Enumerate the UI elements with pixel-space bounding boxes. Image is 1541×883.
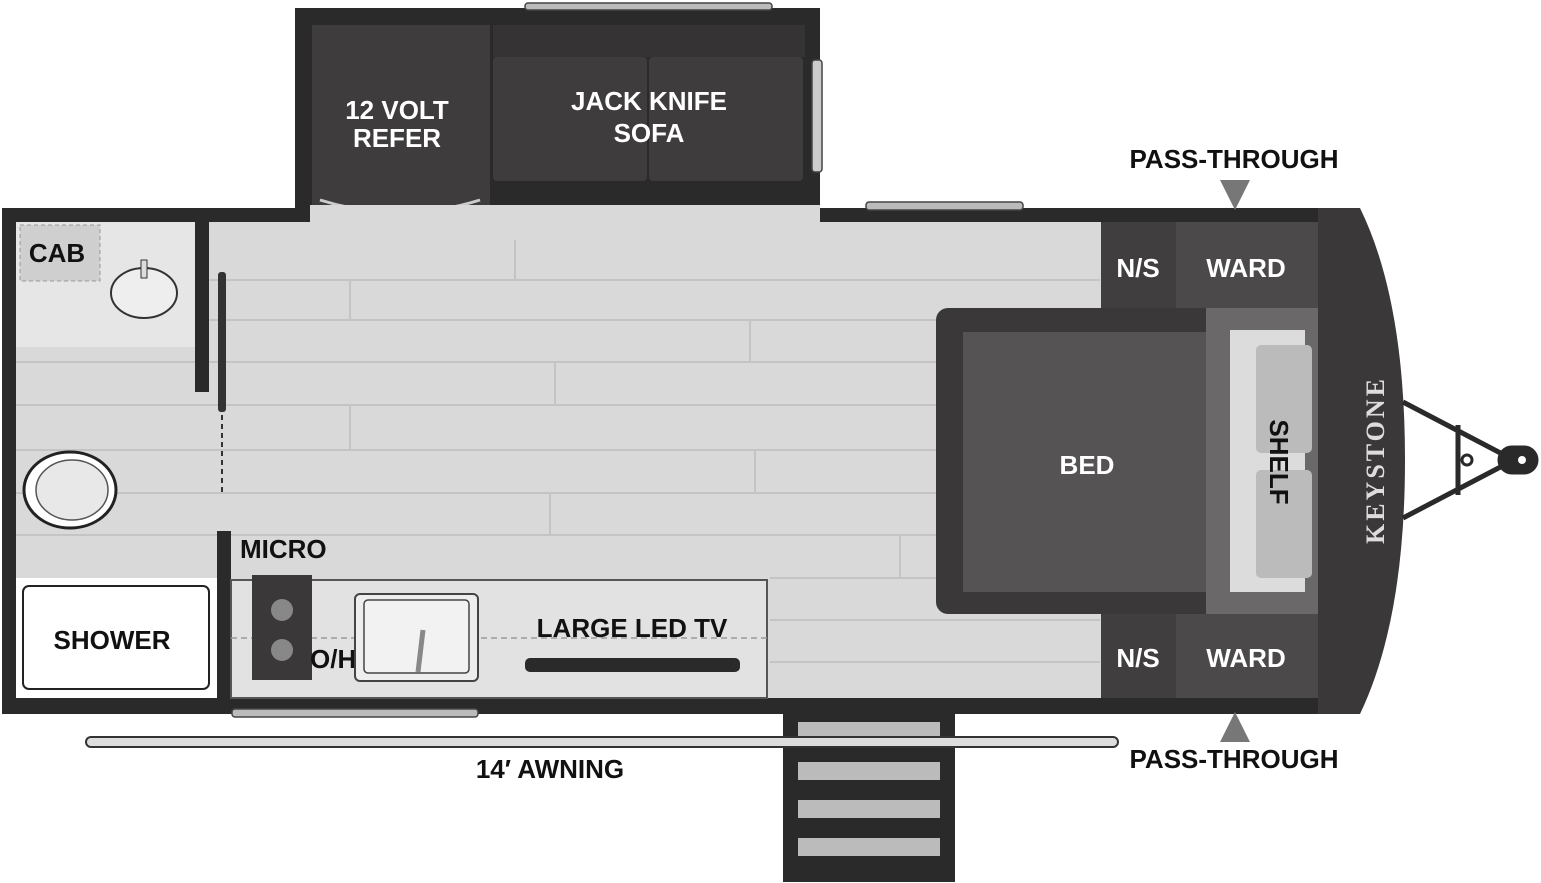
pillow <box>1256 470 1312 578</box>
sofa-cushion <box>649 57 803 181</box>
pillow <box>1256 345 1312 453</box>
kitchen-wall <box>217 531 231 698</box>
sofa-label: SOFA <box>614 118 685 148</box>
front-cap <box>1318 208 1405 714</box>
shower-label: SHOWER <box>54 625 171 655</box>
ns-label: N/S <box>1116 643 1159 673</box>
sofa-back <box>493 25 805 57</box>
awning <box>85 736 1119 748</box>
refer-label: REFER <box>353 123 441 153</box>
micro-label: MICRO <box>240 534 327 564</box>
tv-label: LARGE LED TV <box>537 613 728 643</box>
hitch <box>1401 399 1539 521</box>
window <box>231 708 479 718</box>
bath-wall <box>195 222 209 392</box>
pass-through-label-top: PASS-THROUGH <box>1130 144 1339 174</box>
cab <box>19 224 101 282</box>
window <box>524 2 773 11</box>
ns-label: N/S <box>1116 253 1159 283</box>
bed <box>963 332 1208 592</box>
bed-label: BED <box>1060 450 1115 480</box>
burner <box>271 639 293 661</box>
wardrobe-top <box>1176 222 1318 308</box>
sofa-label: JACK KNIFE <box>571 86 727 116</box>
led-tv <box>525 658 740 672</box>
refrigerator <box>312 25 490 207</box>
burner <box>271 599 293 621</box>
arrow-down-icon <box>1220 180 1250 210</box>
sofa-cushion <box>493 57 647 181</box>
refer-label: 12 VOLT <box>345 95 449 125</box>
window <box>811 59 823 173</box>
oh-label: O/H <box>310 644 356 674</box>
pass-through-label-bottom: PASS-THROUGH <box>1130 744 1339 774</box>
bath-door <box>218 272 226 412</box>
arrow-up-icon <box>1220 712 1250 742</box>
nightstand-top <box>1101 222 1176 308</box>
ward-label: WARD <box>1206 643 1285 673</box>
ward-label: WARD <box>1206 253 1285 283</box>
awning-label: 14′ AWNING <box>476 754 624 784</box>
keystone-logo: KEYSTONE <box>1361 376 1390 544</box>
cab-label: CAB <box>29 238 85 268</box>
window <box>865 201 1024 211</box>
stove <box>252 575 312 680</box>
shelf-label: SHELF <box>1264 419 1294 504</box>
nightstand-bottom <box>1101 614 1176 698</box>
wardrobe-bottom <box>1176 614 1318 698</box>
kitchen-counter <box>230 579 768 699</box>
